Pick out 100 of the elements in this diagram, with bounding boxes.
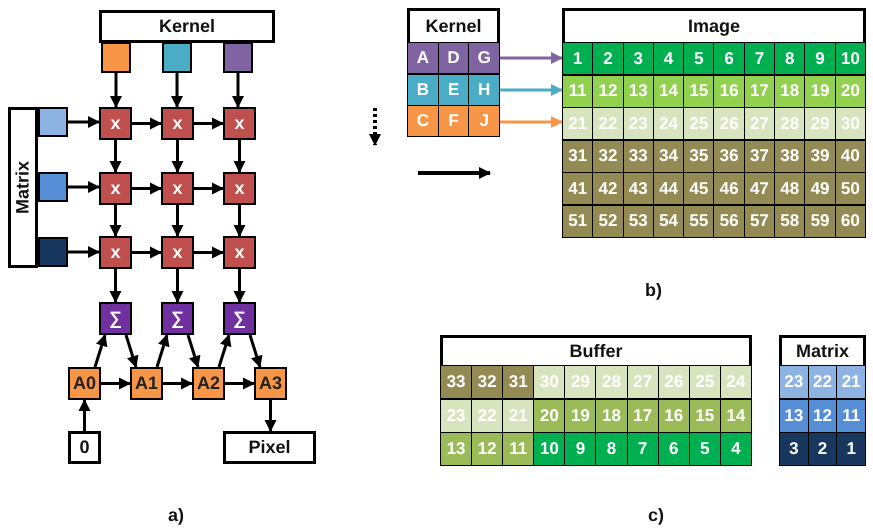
table-row — [779, 365, 866, 399]
table-cell: 51 — [563, 206, 594, 236]
table-cell: 2 — [808, 433, 838, 465]
arrow — [110, 269, 122, 303]
table-cell: 9 — [565, 433, 596, 465]
arrow — [68, 116, 100, 128]
table-cell: F — [438, 106, 470, 136]
arrow — [110, 140, 122, 173]
arrow — [172, 140, 184, 173]
square-block — [38, 107, 68, 137]
square-block — [162, 42, 192, 73]
table-cell: 47 — [744, 173, 776, 204]
table-cell: 12 — [472, 433, 504, 465]
table-cell: 55 — [684, 206, 714, 236]
table-row — [440, 365, 752, 399]
table-cell: 21 — [503, 400, 534, 432]
table-cell: 11 — [837, 400, 866, 432]
data-table — [779, 335, 866, 465]
table-cell: 21 — [837, 366, 866, 398]
table-cell: 29 — [805, 108, 836, 139]
table-cell: 8 — [775, 43, 806, 74]
table-cell: 7 — [744, 43, 776, 74]
accumulator-block: A1 — [130, 367, 163, 400]
table-cell: 37 — [744, 140, 776, 172]
arrow — [132, 246, 162, 258]
table-cell: 14 — [720, 400, 751, 432]
table-cell: G — [469, 43, 500, 73]
table-cell: 10 — [534, 433, 566, 465]
arrow — [194, 182, 224, 194]
arrow — [500, 52, 563, 64]
label-box: Kernel — [99, 10, 275, 43]
table-cell: 34 — [654, 140, 684, 172]
table-cell: 19 — [565, 400, 596, 432]
table-cell: 59 — [805, 206, 836, 236]
table-cell: 41 — [563, 173, 594, 204]
table-cell: 7 — [628, 433, 659, 465]
table-cell: 53 — [624, 206, 654, 236]
table-cell: 39 — [805, 140, 836, 172]
table-cell: 42 — [593, 173, 624, 204]
table-row — [440, 432, 752, 466]
table-cell: 5 — [684, 43, 714, 74]
table-cell: 3 — [624, 43, 654, 74]
arrow — [132, 118, 162, 130]
table-cell: 20 — [534, 400, 566, 432]
table-row — [562, 107, 866, 140]
arrow — [194, 118, 224, 130]
table-cell: 12 — [593, 76, 624, 106]
table-cell: 25 — [690, 366, 721, 398]
table-header: Image — [686, 15, 742, 38]
table-header: Kernel — [424, 15, 483, 38]
table-cell: 50 — [836, 173, 865, 204]
table-cell: 58 — [775, 206, 806, 236]
label-box: 0 — [68, 431, 101, 464]
table-cell: 18 — [775, 76, 806, 106]
arrow — [234, 205, 246, 237]
arrow — [156, 334, 170, 368]
arrow — [68, 246, 100, 258]
arrow — [78, 399, 90, 431]
table-cell: 16 — [658, 400, 690, 432]
table-cell: B — [408, 74, 439, 104]
table-cell: A — [408, 43, 439, 73]
table-cell: 49 — [805, 173, 836, 204]
table-cell: 11 — [503, 433, 534, 465]
table-cell: 23 — [780, 366, 809, 398]
arrow — [172, 269, 184, 303]
table-cell: 33 — [441, 366, 472, 398]
table-cell: E — [438, 74, 470, 104]
accumulator-block: A2 — [192, 367, 225, 400]
table-cell: 15 — [684, 76, 714, 106]
arrow — [500, 84, 563, 96]
arrow — [248, 334, 262, 368]
table-cell: 19 — [805, 76, 836, 106]
table-cell: 24 — [720, 366, 751, 398]
table-cell: 6 — [658, 433, 690, 465]
table-cell: 14 — [654, 76, 684, 106]
multiplier-block: x — [99, 172, 132, 205]
table-cell: 33 — [624, 140, 654, 172]
table-row — [562, 204, 866, 238]
arrow — [171, 73, 183, 108]
table-cell: 57 — [744, 206, 776, 236]
arrow — [94, 334, 108, 368]
multiplier-block: x — [99, 107, 132, 140]
multiplier-block: x — [161, 172, 194, 205]
table-cell: 32 — [593, 140, 624, 172]
table-cell: C — [408, 106, 439, 136]
data-table — [407, 8, 500, 137]
arrow — [132, 182, 162, 194]
square-block — [38, 172, 68, 202]
table-cell: 52 — [593, 206, 624, 236]
table-row — [407, 74, 500, 106]
table-cell: 10 — [836, 43, 865, 74]
multiplier-block: x — [161, 236, 194, 269]
label-box: Pixel — [223, 431, 316, 464]
table-cell: 48 — [775, 173, 806, 204]
arrow — [194, 246, 224, 258]
table-cell: 21 — [563, 108, 594, 139]
table-row — [440, 398, 752, 432]
arrow — [163, 378, 193, 390]
table-cell: 2 — [593, 43, 624, 74]
multiplier-block: x — [223, 107, 256, 140]
